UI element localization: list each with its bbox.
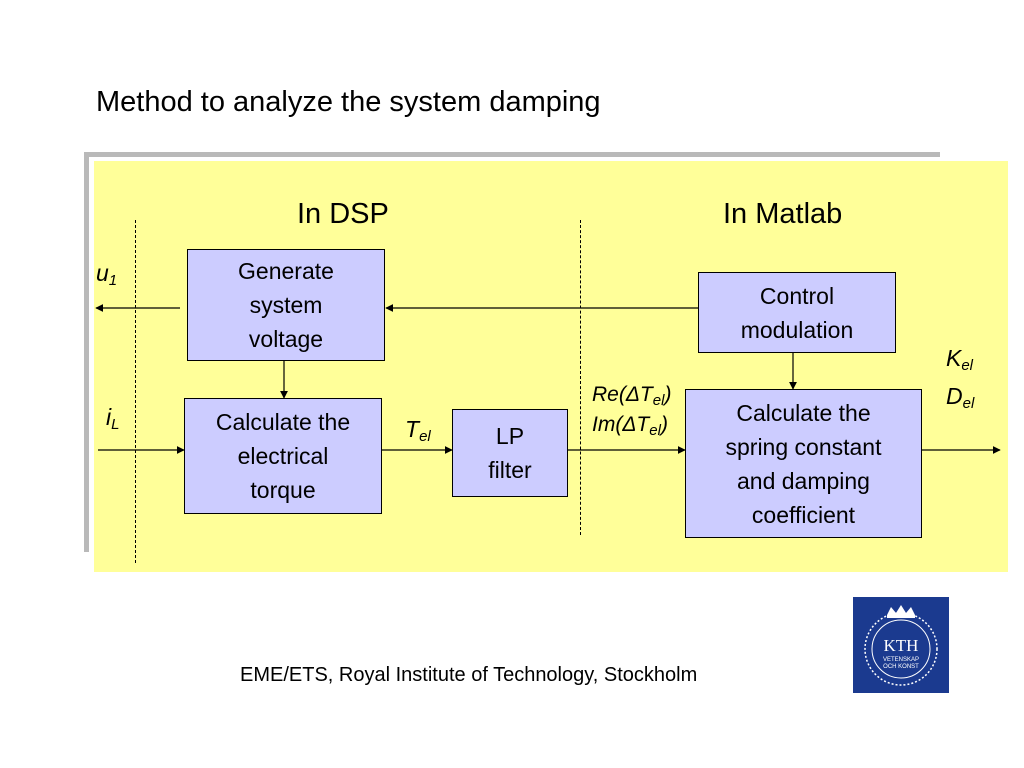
panel-shadow-left [84, 152, 89, 552]
region-label-dsp: In DSP [297, 198, 389, 230]
panel-shadow-top [84, 152, 940, 157]
kth-logo: KTH VETENSKAP OCH KONST [853, 597, 949, 693]
page-title: Method to analyze the system damping [96, 86, 601, 118]
signal-label-il: iL [106, 404, 120, 433]
signal-label-u1: u1 [96, 260, 118, 289]
signal-label-im-delta-tel: Im(ΔTel) [592, 413, 668, 439]
left-boundary-dashed-line [135, 220, 136, 563]
signal-label-tel: Tel [405, 416, 431, 445]
svg-text:KTH: KTH [884, 636, 919, 655]
signal-label-re-delta-tel: Re(ΔTel) [592, 383, 672, 409]
dsp-matlab-divider-dashed-line [580, 220, 581, 535]
svg-text:VETENSKAP: VETENSKAP [883, 657, 919, 663]
svg-text:OCH KONST: OCH KONST [883, 664, 919, 670]
kth-seal-icon: KTH VETENSKAP OCH KONST [864, 605, 938, 686]
signal-label-kel: Kel [946, 345, 974, 374]
region-label-matlab: In Matlab [723, 198, 843, 230]
footer-text: EME/ETS, Royal Institute of Technology, … [240, 664, 698, 686]
signal-label-del: Del [946, 383, 975, 412]
